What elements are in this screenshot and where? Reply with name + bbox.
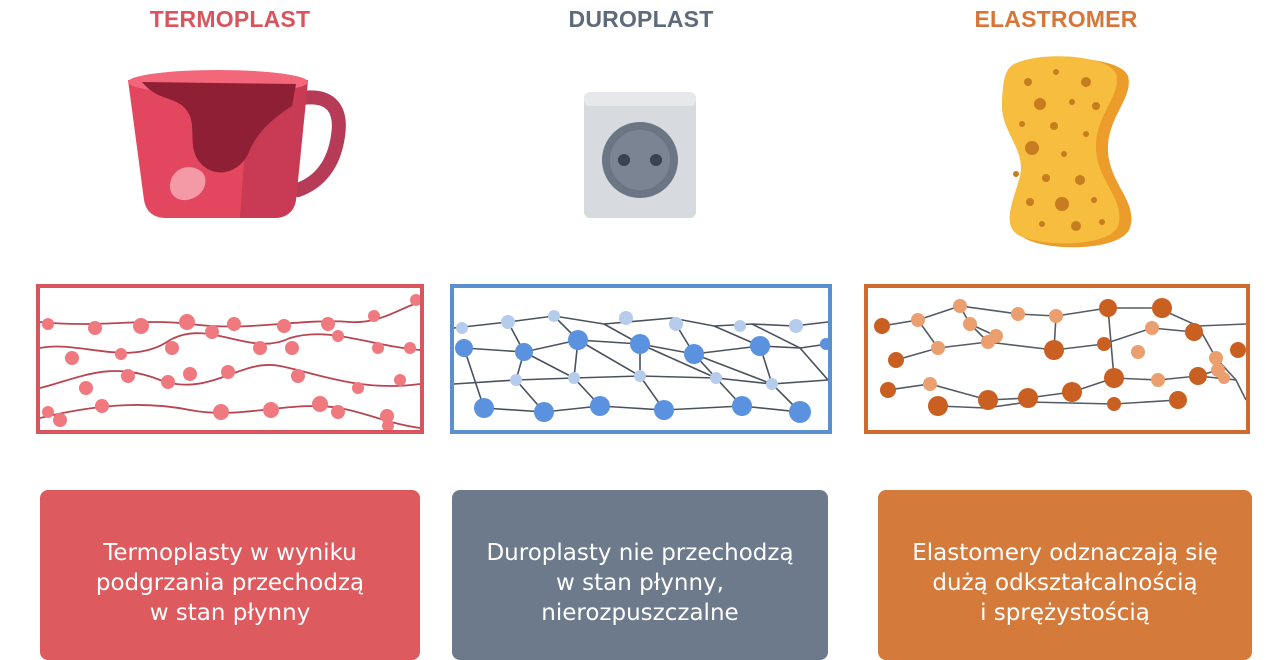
termoplast-description-line-1: Termoplasty w wyniku bbox=[103, 540, 357, 566]
termoplast-description-card: Termoplasty w wyniku podgrzania przechod… bbox=[40, 490, 420, 660]
duroplast-description-line-1: Duroplasty nie przechodzą bbox=[486, 540, 794, 566]
linear-chain-structure bbox=[36, 284, 424, 434]
sponge-icon bbox=[1001, 54, 1142, 254]
termoplast-title: TERMOPLAST bbox=[149, 6, 311, 32]
socket-icon bbox=[582, 88, 700, 224]
mug-icon bbox=[120, 64, 350, 228]
duroplast-title: DUROPLAST bbox=[568, 6, 714, 32]
elastomer-title: ELASTROMER bbox=[974, 6, 1138, 32]
termoplast-description-line-2: podgrzania przechodzą bbox=[95, 570, 365, 596]
elastomer-column: ELASTROMER bbox=[862, 0, 1252, 660]
duroplast-column: DUROPLAST bbox=[450, 0, 832, 660]
crosslinked-network-structure bbox=[450, 284, 832, 434]
loose-network-structure bbox=[864, 284, 1250, 434]
termoplast-column: TERMOPLAST bbox=[36, 0, 424, 660]
termoplast-description-line-3: w stan płynny bbox=[149, 600, 311, 626]
elastomer-description-line-3: i sprężystością bbox=[980, 600, 1150, 626]
elastomer-description-line-2: dużą odkształcalnością bbox=[932, 570, 1198, 596]
duroplast-description-line-2: w stan płynny, bbox=[556, 570, 724, 596]
elastomer-description-card: Elastomery odznaczają się dużą odkształc… bbox=[878, 490, 1252, 660]
elastomer-description-line-1: Elastomery odznaczają się bbox=[912, 540, 1218, 566]
duroplast-description-line-3: nierozpuszczalne bbox=[541, 600, 739, 626]
duroplast-description-card: Duroplasty nie przechodzą w stan płynny,… bbox=[452, 490, 828, 660]
